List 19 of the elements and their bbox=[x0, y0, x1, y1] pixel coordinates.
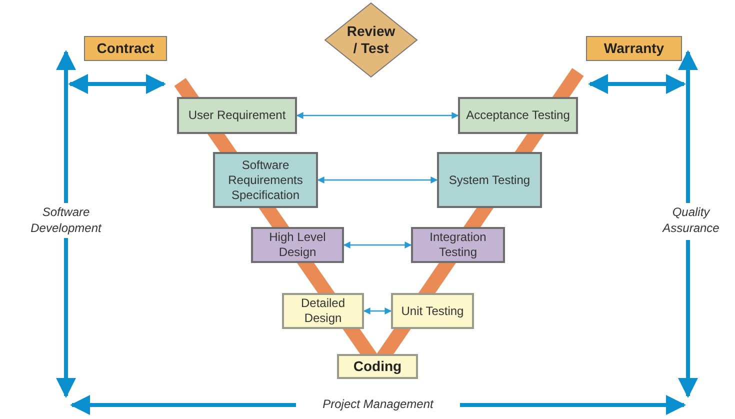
axis-label: Project Management bbox=[322, 396, 435, 412]
milestone-box: Contract bbox=[84, 36, 167, 61]
axis-label: Software Development bbox=[30, 204, 103, 236]
arrow bbox=[343, 242, 412, 248]
phase-box: Software Requirements Specification bbox=[213, 152, 318, 208]
phase-box: System Testing bbox=[437, 152, 542, 208]
phase-box: Unit Testing bbox=[391, 293, 474, 329]
phase-box: User Requirement bbox=[177, 97, 297, 134]
milestone-box: Warranty bbox=[586, 36, 682, 61]
phase-box: Acceptance Testing bbox=[458, 97, 578, 134]
phase-box: Detailed Design bbox=[282, 293, 364, 329]
phase-box: High Level Design bbox=[251, 227, 344, 263]
phase-box: Integration Testing bbox=[411, 227, 505, 263]
arrow bbox=[296, 112, 459, 119]
phase-box: Coding bbox=[337, 354, 418, 379]
decision-diamond: Review / Test bbox=[324, 2, 418, 78]
arrow bbox=[317, 176, 438, 184]
axis-label: Quality Assurance bbox=[661, 204, 720, 236]
arrow bbox=[363, 308, 392, 314]
